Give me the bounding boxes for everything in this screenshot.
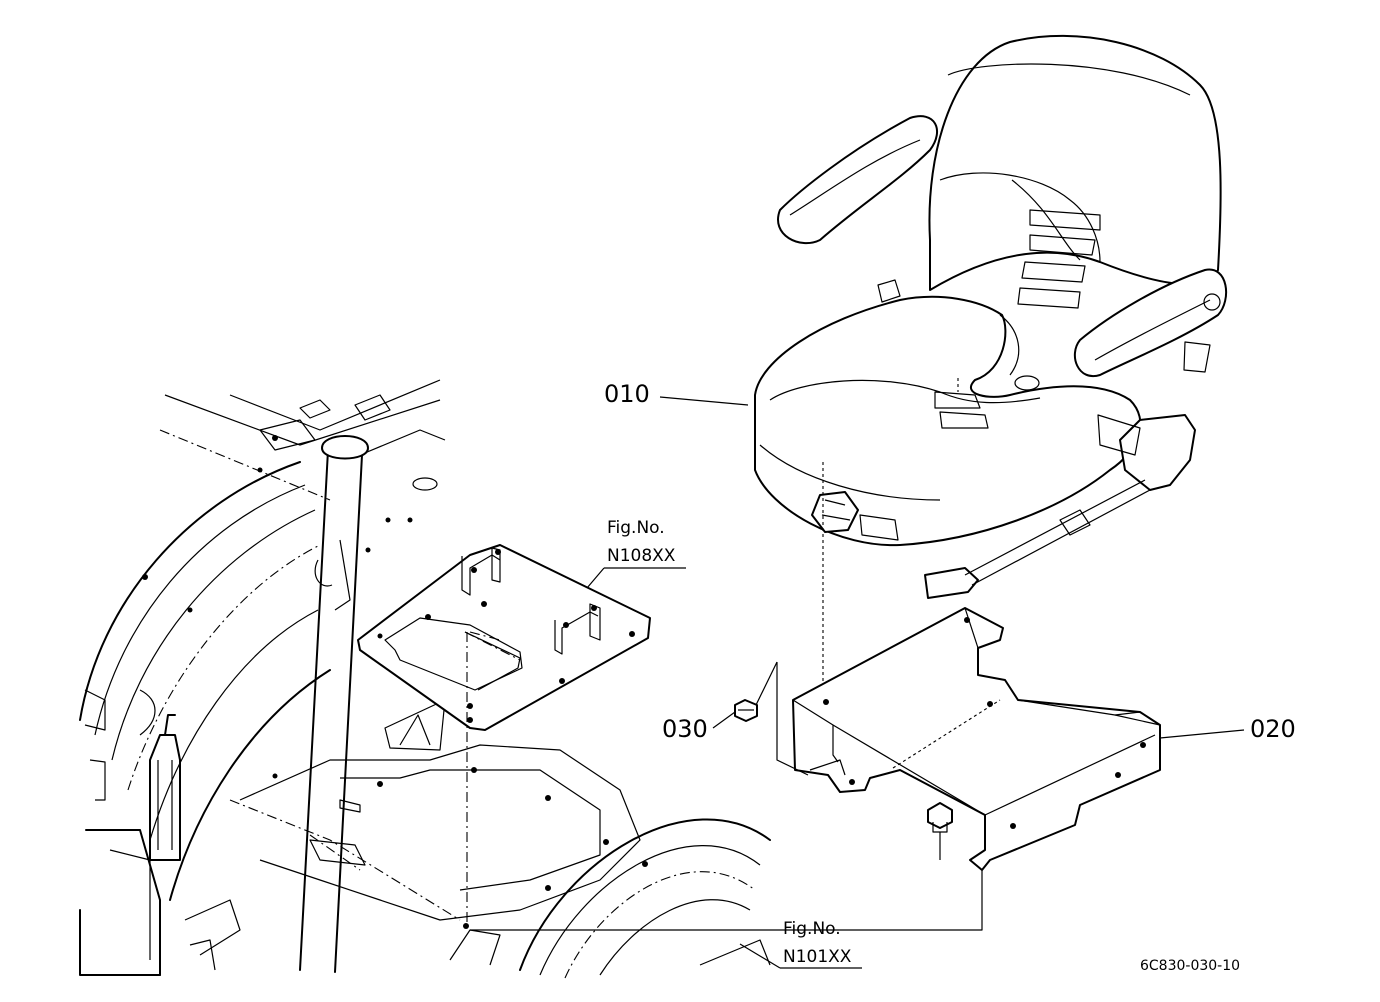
flange-nut-drawing: [734, 699, 758, 722]
fig-ref-label-n108xx: Fig.No.: [607, 518, 665, 538]
seat-mounting-plate-drawing: [357, 544, 651, 930]
leader-030: [712, 711, 736, 729]
seat-assembly-drawing: [754, 34, 1227, 700]
part-label-030: 030: [662, 715, 708, 743]
seat-bracket-drawing: [470, 607, 1161, 931]
fig-ref-label-n101xx: Fig.No.: [783, 919, 841, 939]
part-label-020: 020: [1250, 715, 1296, 743]
fig-ref-number-n108xx: N108XX: [607, 546, 676, 566]
fig-ref-number-n101xx: N101XX: [783, 947, 852, 967]
leader-n108xx-angle: [586, 567, 605, 589]
leader-n101xx-angle: [739, 943, 781, 969]
leader-010: [659, 396, 749, 406]
part-label-010: 010: [604, 380, 650, 408]
drawing-code: 6C830-030-10: [1140, 958, 1240, 974]
leader-020: [1159, 729, 1245, 739]
tractor-frame-drawing: [79, 379, 771, 979]
